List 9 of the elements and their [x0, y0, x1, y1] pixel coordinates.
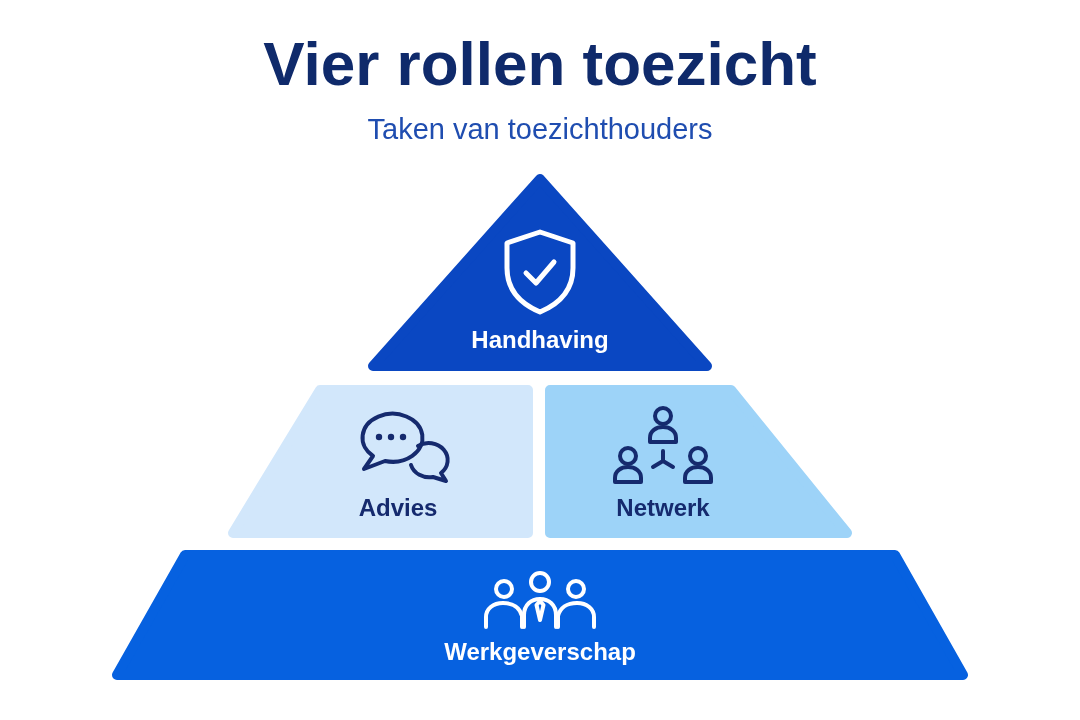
tier-label: Netwerk: [616, 493, 710, 523]
tier-label: Werkgeverschap: [444, 637, 636, 667]
tier-label: Handhaving: [471, 325, 609, 355]
pyramid-tier: [110, 550, 970, 680]
tier-label: Advies: [358, 493, 438, 523]
subtitle: Taken van toezichthouders: [367, 112, 713, 147]
title: Vier rollen toezicht: [263, 28, 817, 100]
pyramid-tier: [545, 385, 853, 538]
pyramid-tier: [227, 385, 533, 538]
